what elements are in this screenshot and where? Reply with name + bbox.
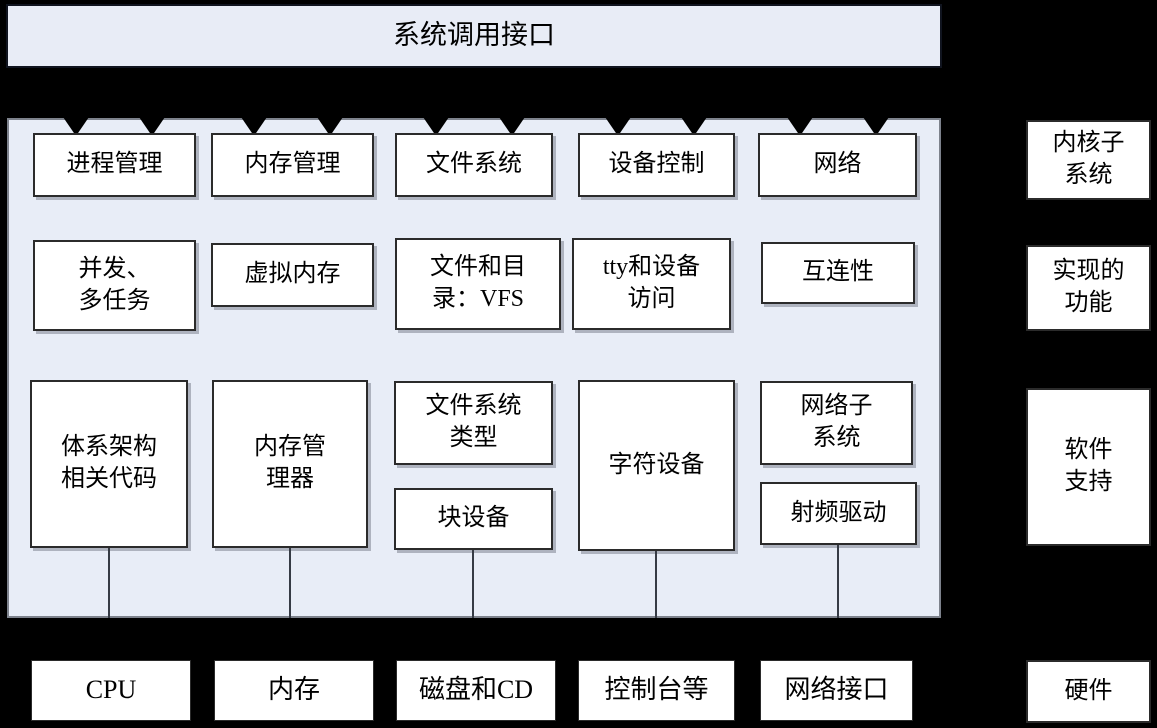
down-arrow-icon	[863, 117, 889, 136]
box-tty-device-access: tty和设备 访问	[572, 238, 731, 330]
down-arrow-icon	[499, 117, 525, 136]
system-call-interface-label: 系统调用接口	[393, 20, 555, 51]
box-concurrency-multitasking: 并发、 多任务	[33, 240, 196, 331]
connector-line	[472, 550, 474, 618]
down-arrow-icon	[423, 117, 449, 136]
box-networking: 网络	[758, 133, 917, 197]
box-process-management: 进程管理	[33, 133, 196, 197]
label-software-support: 软件 支持	[1026, 388, 1151, 546]
box-rf-drivers: 射频驱动	[760, 482, 917, 545]
down-arrow-icon	[317, 117, 343, 136]
box-memory-management: 内存管理	[211, 133, 374, 197]
down-arrow-icon	[241, 117, 267, 136]
box-memory-manager: 内存管 理器	[212, 380, 368, 548]
box-disks-cd: 磁盘和CD	[396, 660, 556, 721]
connector-line	[108, 548, 110, 618]
label-kernel-subsystems: 内核子 系统	[1026, 120, 1151, 200]
down-arrow-icon	[605, 117, 631, 136]
connector-line	[289, 548, 291, 618]
box-memory: 内存	[214, 660, 374, 721]
box-consoles: 控制台等	[578, 660, 735, 721]
connector-line	[655, 551, 657, 618]
box-block-devices: 块设备	[394, 488, 553, 550]
label-implemented-features: 实现的 功能	[1026, 245, 1151, 331]
box-network-subsystem: 网络子 系统	[760, 381, 913, 465]
down-arrow-icon	[63, 117, 89, 136]
down-arrow-icon	[681, 117, 707, 136]
box-device-control: 设备控制	[578, 133, 735, 197]
box-character-devices: 字符设备	[578, 380, 735, 551]
box-arch-dependent-code: 体系架构 相关代码	[30, 380, 188, 548]
connector-line	[837, 545, 839, 618]
box-files-directories-vfs: 文件和目 录：VFS	[395, 238, 561, 330]
box-virtual-memory: 虚拟内存	[211, 243, 374, 307]
box-cpu: CPU	[31, 660, 191, 721]
box-filesystem-types: 文件系统 类型	[394, 381, 553, 465]
box-filesystem: 文件系统	[395, 133, 553, 197]
down-arrow-icon	[787, 117, 813, 136]
down-arrow-icon	[139, 117, 165, 136]
system-call-interface-box: 系统调用接口	[6, 4, 942, 68]
box-network-interfaces: 网络接口	[760, 660, 913, 721]
box-connectivity: 互连性	[761, 242, 915, 304]
label-hardware: 硬件	[1026, 660, 1151, 723]
